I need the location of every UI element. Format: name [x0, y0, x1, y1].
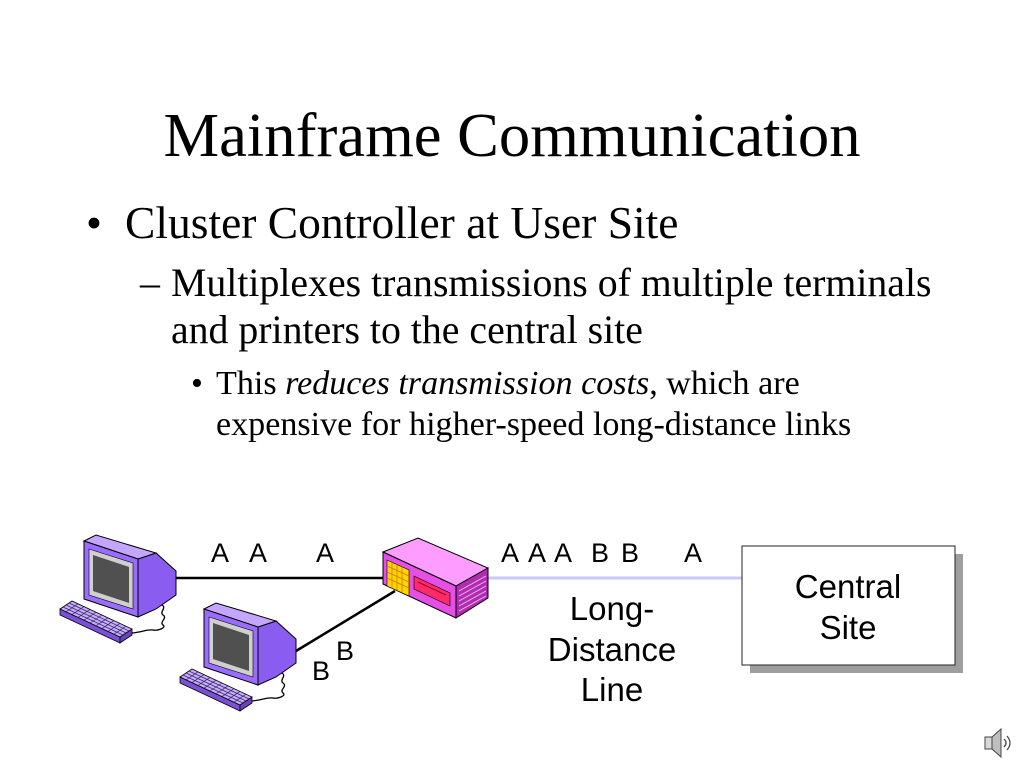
monitor-side	[137, 552, 177, 618]
monitor-screen	[93, 555, 129, 603]
terminal-1	[59, 534, 177, 644]
controller-side	[455, 567, 489, 619]
terminal2-link-label: B	[312, 656, 330, 686]
trunk-label: A	[684, 538, 702, 568]
controller-display-panel	[413, 575, 451, 607]
monitor-side	[257, 620, 297, 686]
bullet-level3-tail: , which are expensive for higher-speed l…	[216, 365, 852, 443]
controller-display-line	[417, 581, 447, 596]
trunk-label: A	[554, 538, 572, 568]
speaker-icon[interactable]	[984, 727, 1011, 759]
central-site-frame	[741, 545, 956, 666]
computer-terminal-icon	[59, 534, 177, 644]
central-site-box: Central Site	[741, 545, 963, 673]
keyboard-cable	[131, 604, 166, 634]
speaker-body[interactable]	[984, 736, 993, 750]
bullet-marker-level2: –	[140, 261, 160, 305]
speaker-cone[interactable]	[991, 727, 1002, 759]
cluster-controller-icon	[381, 537, 490, 619]
speaker-waves[interactable]	[1003, 735, 1011, 751]
bullet-level3-text: This reduces transmission costs, which a…	[216, 363, 916, 445]
bullet-level3-emphasis: reduces transmission costs	[285, 365, 650, 402]
local-link-label: A	[249, 538, 267, 568]
trunk-label: B	[621, 538, 639, 568]
slide-title: Mainframe Communication	[163, 100, 861, 170]
local-link-label: A	[316, 538, 334, 568]
terminal-2	[179, 602, 297, 712]
keyboard-keys	[62, 602, 130, 636]
local-link-label: A	[211, 538, 229, 568]
terminal2-link-label: B	[336, 636, 354, 666]
controller-indicator-grid	[386, 562, 410, 593]
controller-indicator-panel	[386, 559, 410, 597]
bullet-level2-text: Multiplexes transmissions of multiple te…	[171, 261, 932, 352]
bullet-level3-lead: This	[216, 365, 286, 402]
central-site-label: Central	[795, 568, 901, 605]
keyboard-keys	[182, 670, 250, 704]
long-distance-caption-line: Line	[581, 671, 643, 708]
controller-vents	[458, 575, 487, 612]
local-link-terminal-2	[295, 589, 396, 653]
bullet-marker-level1: •	[86, 197, 102, 248]
bullet-level1-text: Cluster Controller at User Site	[125, 197, 679, 248]
long-distance-caption-line: Long-	[570, 590, 654, 627]
trunk-label: B	[591, 538, 609, 568]
central-site-label: Site	[820, 609, 877, 646]
bullet-marker-level3: •	[191, 365, 203, 402]
keyboard-cable	[251, 672, 286, 702]
trunk-label: A	[528, 538, 546, 568]
computer-terminal-icon	[179, 602, 297, 712]
long-distance-caption-line: Distance	[548, 631, 676, 668]
trunk-label: A	[501, 538, 519, 568]
monitor-screen	[213, 623, 249, 671]
